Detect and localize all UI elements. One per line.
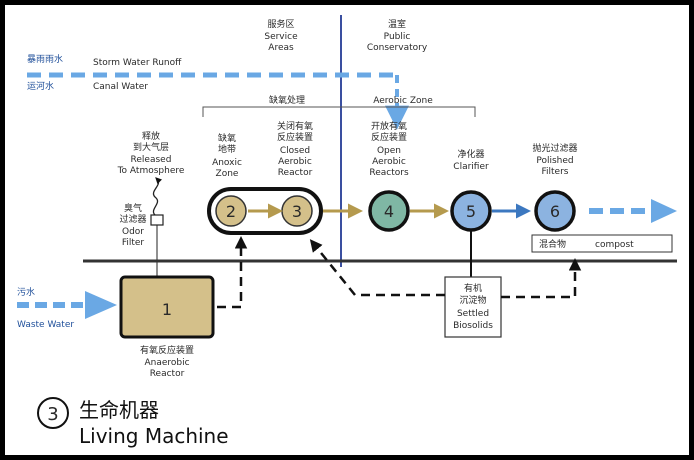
public-conservatory-en2: Conservatory [367, 43, 428, 53]
public-conservatory-cn: 温室 [388, 18, 406, 30]
polished-filters-cn: 抛光过滤器 [532, 142, 577, 154]
anaerobic-reactor-number: 1 [162, 300, 172, 319]
open-reactor-cn2: 反应装置 [371, 131, 407, 143]
closed-reactor-cn1: 关闭有氧 [277, 120, 313, 132]
waste-water-arrow-icon [85, 291, 117, 319]
open-reactor-cn1: 开放有氧 [371, 120, 407, 132]
service-areas-cn: 服务区 [267, 18, 294, 30]
reactor-4-circle [368, 190, 410, 232]
compost-box [531, 234, 673, 253]
anoxic-label-en1: Anoxic [212, 158, 242, 168]
storm-water-cn: 暴雨雨水 [27, 53, 63, 65]
anaerobic-reactor-en1: Anaerobic [144, 358, 189, 368]
odor-filter-cn2: 过滤器 [119, 213, 146, 225]
odor-filter-en2: Filter [122, 238, 145, 248]
closed-reactor-cn2: 反应装置 [277, 131, 313, 143]
filter-6-number: 6 [550, 202, 560, 221]
anaerobic-reactor-box [119, 275, 215, 339]
public-conservatory-en1: Public [384, 32, 411, 42]
anoxic-label-cn2: 地带 [218, 143, 236, 155]
compost-en: compost [595, 240, 634, 250]
service-areas-en2: Areas [268, 43, 294, 53]
title-cn: 生命机器 [79, 398, 159, 422]
anaerobic-to-anoxic-line [217, 236, 248, 309]
biosolids-en1: Settled [457, 309, 489, 319]
title-en: Living Machine [79, 424, 229, 448]
released-cn1: 释放 [142, 130, 160, 142]
clarifier-en: Clarifier [453, 162, 489, 172]
polished-filters-en1: Polished [536, 156, 573, 166]
title-number: 3 [47, 404, 58, 425]
anoxic-zone-cn: 缺氧处理 [269, 94, 305, 106]
biosolids-en2: Biosolids [453, 321, 493, 331]
clarifier-cn: 净化器 [457, 148, 484, 160]
waste-water-cn: 污水 [17, 286, 35, 298]
anaerobic-reactor-en2: Reactor [150, 369, 185, 379]
biosolids-to-compost-line [501, 258, 582, 299]
anoxic-zone-bracket [202, 106, 341, 117]
title-number-circle [37, 397, 69, 429]
open-reactor-en1: Open [377, 146, 401, 156]
living-machine-diagram: 服务区 Service Areas 温室 Public Conservatory… [17, 15, 677, 448]
biosolids-cn2: 沉淀物 [459, 294, 486, 306]
storm-water-en: Storm Water Runoff [93, 58, 182, 68]
odor-filter-en1: Odor [122, 227, 144, 237]
open-reactor-en3: Reactors [369, 168, 409, 178]
anaerobic-reactor-cn: 有氧反应装置 [140, 344, 194, 356]
compost-cn: 混合物 [539, 238, 566, 250]
biosolids-box [444, 276, 502, 338]
odor-filter-box-icon [150, 214, 164, 226]
released-en2: To Atmosphere [117, 166, 185, 176]
biosolids-return-line [309, 239, 445, 297]
anoxic-label-cn1: 缺氧 [218, 132, 236, 144]
clarifier-5-circle [450, 190, 492, 232]
reactor-2-number: 2 [226, 202, 236, 221]
service-areas-en1: Service [264, 32, 298, 42]
canal-water-en: Canal Water [93, 82, 148, 92]
reactor-2-circle [215, 195, 247, 227]
outflow-arrow-icon [651, 199, 677, 223]
aerobic-zone-bracket [341, 106, 476, 117]
odor-filter-cn1: 臭气 [124, 202, 142, 214]
waste-water-en: Waste Water [17, 320, 74, 330]
filter-6-circle [534, 190, 576, 232]
closed-reactor-en1: Closed [280, 146, 310, 156]
closed-reactor-en3: Reactor [278, 168, 313, 178]
canal-water-cn: 运河水 [27, 80, 54, 92]
biosolids-cn1: 有机 [464, 282, 482, 294]
closed-reactor-en2: Aerobic [278, 157, 312, 167]
open-reactor-en2: Aerobic [372, 157, 406, 167]
anoxic-label-en2: Zone [216, 169, 239, 179]
reactor-4-number: 4 [384, 202, 394, 221]
released-en1: Released [131, 155, 172, 165]
released-cn2: 到大气层 [133, 141, 169, 153]
release-squiggle-icon [152, 177, 163, 216]
polished-filters-en2: Filters [542, 167, 569, 177]
clarifier-5-number: 5 [466, 202, 476, 221]
aerobic-zone-label: Aerobic Zone [373, 96, 433, 106]
reactor-3-number: 3 [292, 202, 302, 221]
diagram-frame: 服务区 Service Areas 温室 Public Conservatory… [5, 5, 689, 455]
